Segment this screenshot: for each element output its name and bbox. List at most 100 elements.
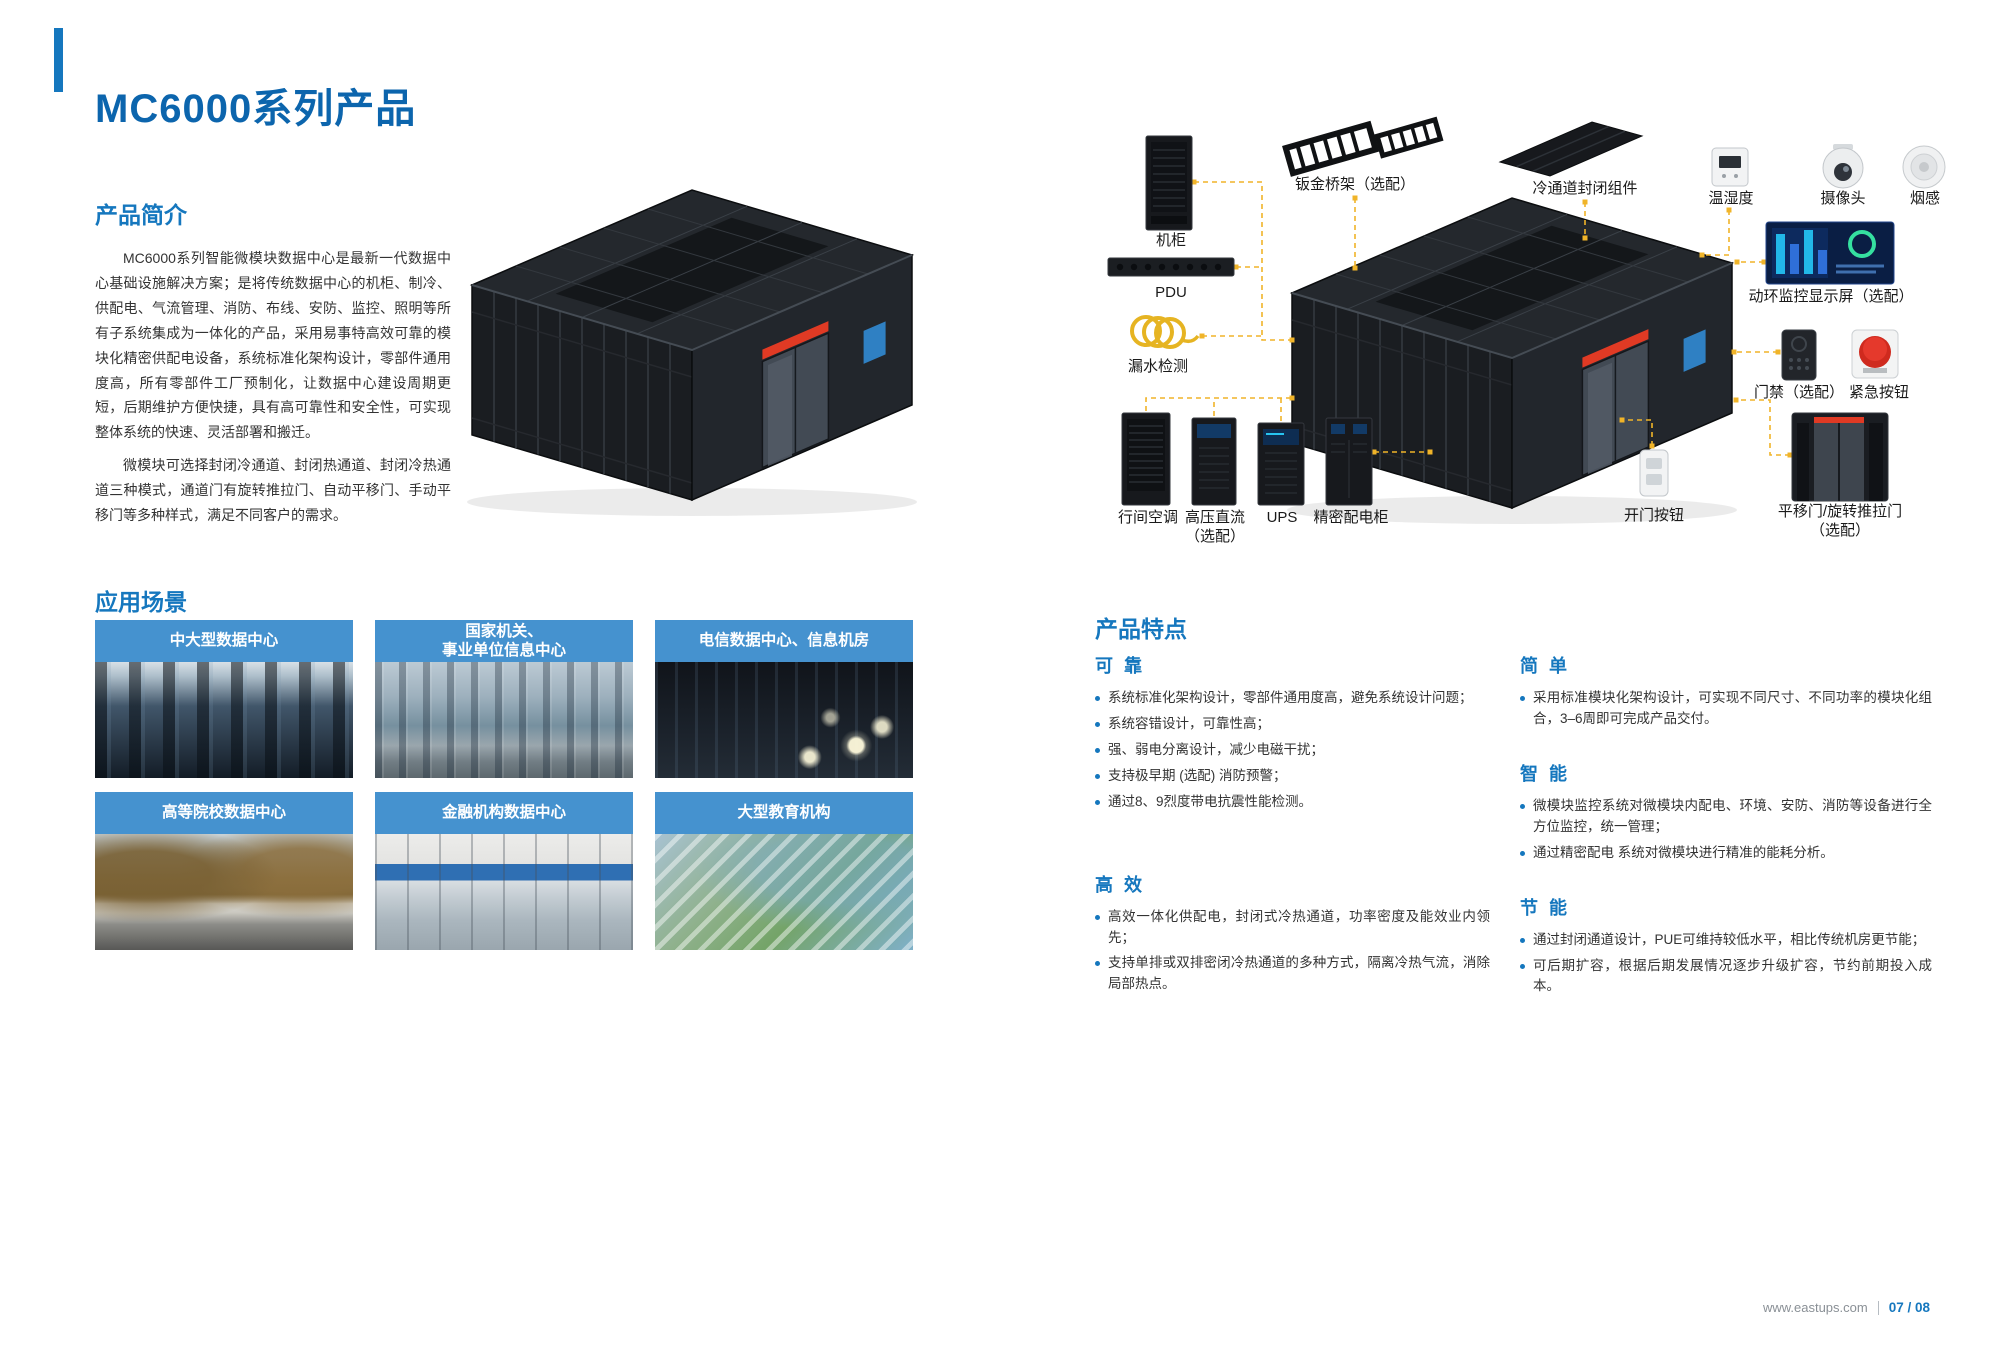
feature-bullet: 可后期扩容，根据后期发展情况逐步升级扩容，节约前期投入成本。: [1520, 956, 1932, 998]
label-ups: UPS: [1266, 509, 1298, 526]
feature-bullet-list: 系统标准化架构设计，零部件通用度高，避免系统设计问题； 系统容错设计，可靠性高；…: [1095, 688, 1490, 813]
feature-bullet: 通过8、9烈度带电抗震性能检测。: [1095, 792, 1490, 813]
intro-paragraph-2: 微模块可选择封闭冷通道、封闭热通道、封闭冷热通道三种模式，通道门有旋转推拉门、自…: [95, 457, 451, 524]
accent-bar: [54, 28, 63, 92]
label-emergency-button: 紧急按钮: [1848, 384, 1909, 401]
scenario-card-header: 国家机关、 事业单位信息中心: [375, 620, 633, 662]
feature-group-title: 高 效: [1095, 874, 1146, 895]
scenario-card: 中大型数据中心: [95, 620, 353, 778]
sliding-door-image: [1791, 412, 1889, 502]
label-cold-aisle: 冷通道封闭组件: [1532, 180, 1638, 197]
label-row-aircon: 行间空调: [1117, 509, 1178, 526]
label-monitoring-screen: 动环监控显示屏（选配）: [1748, 288, 1914, 305]
scenario-card-header: 电信数据中心、信息机房: [655, 620, 913, 662]
scenario-card-image: [655, 662, 913, 778]
scenario-card: 金融机构数据中心: [375, 792, 633, 950]
label-hvdc-optional: （选配）: [1184, 528, 1245, 545]
feature-bullet-list: 微模块监控系统对微模块内配电、环境、安防、消防等设备进行全方位监控，统一管理； …: [1520, 796, 1932, 864]
features-column-right: 简 单 采用标准模块化架构设计，可实现不同尺寸、不同功率的模块化组合，3–6周即…: [1520, 652, 1932, 1027]
product-intro-section: 产品简介 MC6000系列智能微模块数据中心是最新一代数据中心基础设施解决方案；…: [95, 196, 451, 536]
label-access-control: 门禁（选配）: [1753, 384, 1844, 401]
row-aircon-image: [1121, 412, 1171, 506]
intro-heading: 产品简介: [95, 202, 187, 228]
label-sliding-door: 平移门/旋转推拉门: [1777, 503, 1903, 520]
scenario-card-image: [95, 834, 353, 950]
footer-divider: [1877, 1300, 1879, 1315]
scenarios-heading: 应用场景: [95, 589, 187, 615]
feature-group-title: 节 能: [1520, 897, 1571, 918]
feature-bullet: 高效一体化供配电，封闭式冷热通道，功率密度及能效业内领先；: [1095, 907, 1490, 949]
intro-paragraph-1: MC6000系列智能微模块数据中心是最新一代数据中心基础设施解决方案；是将传统数…: [95, 250, 451, 441]
page-title: MC6000系列产品: [95, 87, 417, 131]
feature-group-title: 可 靠: [1095, 656, 1146, 676]
scenario-card-title-line2: 事业单位信息中心: [441, 642, 566, 659]
feature-bullet: 通过精密配电 系统对微模块进行精准的能耗分析。: [1520, 843, 1932, 864]
scenario-card-title: 电信数据中心、信息机房: [698, 632, 870, 650]
footer: www.eastups.com 07 / 08: [1763, 1300, 1930, 1315]
monitoring-screen-image: [1765, 221, 1895, 285]
scenario-card-title: 大型教育机构: [737, 804, 831, 822]
scenario-card: 电信数据中心、信息机房: [655, 620, 913, 778]
hvdc-image: [1191, 417, 1237, 506]
feature-bullet: 支持单排或双排密闭冷热通道的多种方式，隔离冷热气流，消除局部热点。: [1095, 953, 1490, 995]
label-pdu: PDU: [1155, 284, 1187, 301]
cable-tray-image: [1282, 116, 1444, 177]
pdu-image: [1107, 257, 1235, 277]
feature-group-title: 简 单: [1520, 656, 1571, 676]
feature-bullet: 强、弱电分离设计，减少电磁干扰；: [1095, 740, 1490, 761]
scenario-card-image: [375, 834, 633, 950]
feature-bullet: 通过封闭通道设计，PUE可维持较低水平，相比传统机房更节能；: [1520, 930, 1932, 951]
footer-site-url: www.eastups.com: [1762, 1300, 1868, 1315]
label-cable-tray: 钣金桥架（选配）: [1294, 176, 1415, 193]
feature-bullet: 系统标准化架构设计，零部件通用度高，避免系统设计问题；: [1095, 688, 1490, 709]
feature-group-reliable: 可 靠 系统标准化架构设计，零部件通用度高，避免系统设计问题； 系统容错设计，可…: [1095, 652, 1490, 813]
scenario-card-title: 中大型数据中心: [169, 632, 279, 650]
features-column-left: 可 靠 系统标准化架构设计，零部件通用度高，避免系统设计问题； 系统容错设计，可…: [1095, 652, 1490, 1025]
connector-nodes: [1191, 179, 1793, 458]
temp-humidity-sensor-image: [1711, 147, 1749, 187]
feature-group-intelligent: 智 能 微模块监控系统对微模块内配电、环境、安防、消防等设备进行全方位监控，统一…: [1520, 760, 1932, 864]
scenario-card-header: 中大型数据中心: [95, 620, 353, 662]
footer-page-number: 07 / 08: [1888, 1300, 1930, 1315]
feature-bullet-list: 采用标准模块化架构设计，可实现不同尺寸、不同功率的模块化组合，3–6周即可完成产…: [1520, 688, 1932, 730]
power-distribution-cabinet-image: [1325, 417, 1373, 506]
connector-lines: [1145, 181, 1790, 456]
scenario-card-header: 大型教育机构: [655, 792, 913, 834]
label-leak-detection: 漏水检测: [1127, 358, 1188, 375]
scenario-card-header: 金融机构数据中心: [375, 792, 633, 834]
scenario-card-title: 国家机关、: [465, 622, 543, 640]
scenario-card-title: 高等院校数据中心: [161, 804, 286, 822]
feature-bullet: 支持极早期 (选配) 消防预警；: [1095, 766, 1490, 787]
feature-bullet: 微模块监控系统对微模块内配电、环境、安防、消防等设备进行全方位监控，统一管理；: [1520, 796, 1932, 838]
feature-bullet-list: 通过封闭通道设计，PUE可维持较低水平，相比传统机房更节能； 可后期扩容，根据后…: [1520, 930, 1932, 998]
scenario-card-image: [95, 662, 353, 778]
feature-group-efficient: 高 效 高效一体化供配电，封闭式冷热通道，功率密度及能效业内领先； 支持单排或双…: [1095, 871, 1490, 996]
label-hvdc: 高压直流: [1184, 509, 1245, 526]
features-heading: 产品特点: [1095, 616, 1187, 642]
product-render-image: [466, 189, 918, 517]
label-cabinet: 机柜: [1155, 232, 1186, 249]
application-cards: 中大型数据中心 国家机关、 事业单位信息中心 电信数据中心、信息机房 高等院校数…: [95, 620, 913, 950]
ups-image: [1257, 422, 1305, 506]
feature-group-simple: 简 单 采用标准模块化架构设计，可实现不同尺寸、不同功率的模块化组合，3–6周即…: [1520, 652, 1932, 730]
scenario-card: 国家机关、 事业单位信息中心: [375, 620, 633, 778]
scenario-card: 高等院校数据中心: [95, 792, 353, 950]
door-open-button-image: [1639, 449, 1669, 497]
access-control-image: [1781, 329, 1817, 381]
scenario-card-header: 高等院校数据中心: [95, 792, 353, 834]
feature-bullet-list: 高效一体化供配电，封闭式冷热通道，功率密度及能效业内领先； 支持单排或双排密闭冷…: [1095, 907, 1490, 996]
label-sliding-door-optional: （选配）: [1809, 522, 1870, 539]
cabinet-image: [1145, 135, 1193, 231]
leak-detection-image: [1130, 315, 1200, 349]
label-camera: 摄像头: [1820, 190, 1866, 207]
label-temp-humidity: 温湿度: [1708, 190, 1754, 207]
label-power-distribution-cabinet: 精密配电柜: [1313, 509, 1389, 526]
scenario-card: 大型教育机构: [655, 792, 913, 950]
diagram-module-image: [1286, 197, 1738, 525]
feature-group-title: 智 能: [1520, 763, 1571, 784]
label-door-open-button: 开门按钮: [1623, 507, 1684, 524]
feature-bullet: 采用标准模块化架构设计，可实现不同尺寸、不同功率的模块化组合，3–6周即可完成产…: [1520, 688, 1932, 730]
feature-group-energy-saving: 节 能 通过封闭通道设计，PUE可维持较低水平，相比传统机房更节能； 可后期扩容…: [1520, 894, 1932, 998]
smoke-detector-image: [1902, 145, 1946, 189]
